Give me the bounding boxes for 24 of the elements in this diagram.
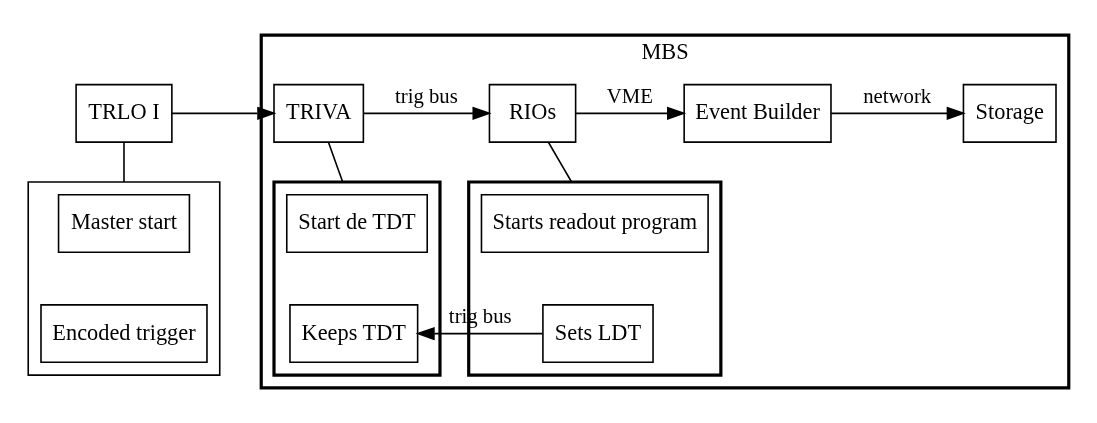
edge-label: VME [606,84,653,107]
edge-label: network [863,84,932,107]
node-box: Starts readout program [480,193,709,253]
node-box: Encoded trigger [40,304,208,364]
node-box: TRLO I [75,83,173,143]
arrow [830,106,966,121]
connector [327,141,344,183]
node-box: Start de TDT [285,193,428,253]
node-box: Storage [962,83,1057,143]
connector [123,141,125,183]
node-box: Sets LDT [542,304,654,364]
node-box: Master start [57,193,191,253]
arrow [575,106,687,121]
node-box: TRIVA [273,83,365,143]
arrow [415,326,544,341]
edge-label: trig bus [395,84,458,107]
node-box: RIOs [488,83,577,143]
node-box: Event Builder [683,83,832,143]
connector [547,141,573,183]
arrow [362,106,492,121]
node-box: Keeps TDT [289,304,419,364]
arrow [171,106,277,121]
cluster [27,181,221,376]
cluster [272,180,442,377]
